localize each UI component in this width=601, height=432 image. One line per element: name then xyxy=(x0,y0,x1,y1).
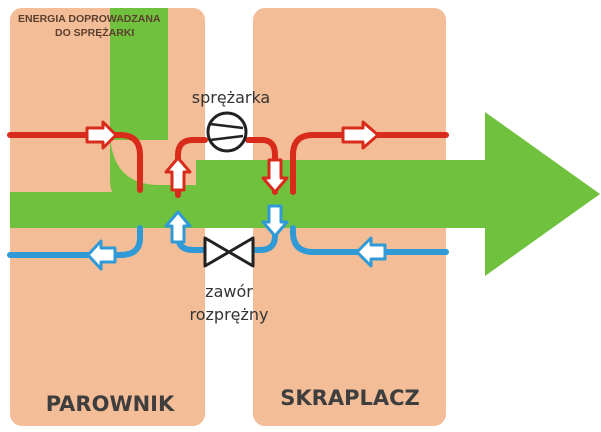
energy-label-line1: ENERGIA DOPROWADZANA xyxy=(18,13,161,25)
arrow-down-icon xyxy=(261,204,289,238)
arrow-left-icon xyxy=(86,239,117,271)
evaporator-label: PAROWNIK xyxy=(46,392,175,416)
arrow-right-icon xyxy=(341,120,380,150)
arrow-up-icon xyxy=(164,210,192,244)
energy-label-line2: DO SPRĘŻARKI xyxy=(55,26,134,39)
compressor-icon xyxy=(206,111,248,153)
valve-label-line2: rozprężny xyxy=(190,305,269,324)
arrow-up-icon xyxy=(164,156,192,192)
flow-arrows xyxy=(85,120,387,271)
arrow-left-icon xyxy=(355,236,387,268)
valve-label-line1: zawór xyxy=(205,282,253,301)
hot-pipe xyxy=(7,132,449,198)
condenser-label: SKRAPLACZ xyxy=(280,386,419,410)
compressor-label: sprężarka xyxy=(192,88,270,107)
arrow-right-icon xyxy=(85,120,118,150)
arrow-down-icon xyxy=(261,158,289,194)
expansion-valve-icon xyxy=(203,236,255,268)
